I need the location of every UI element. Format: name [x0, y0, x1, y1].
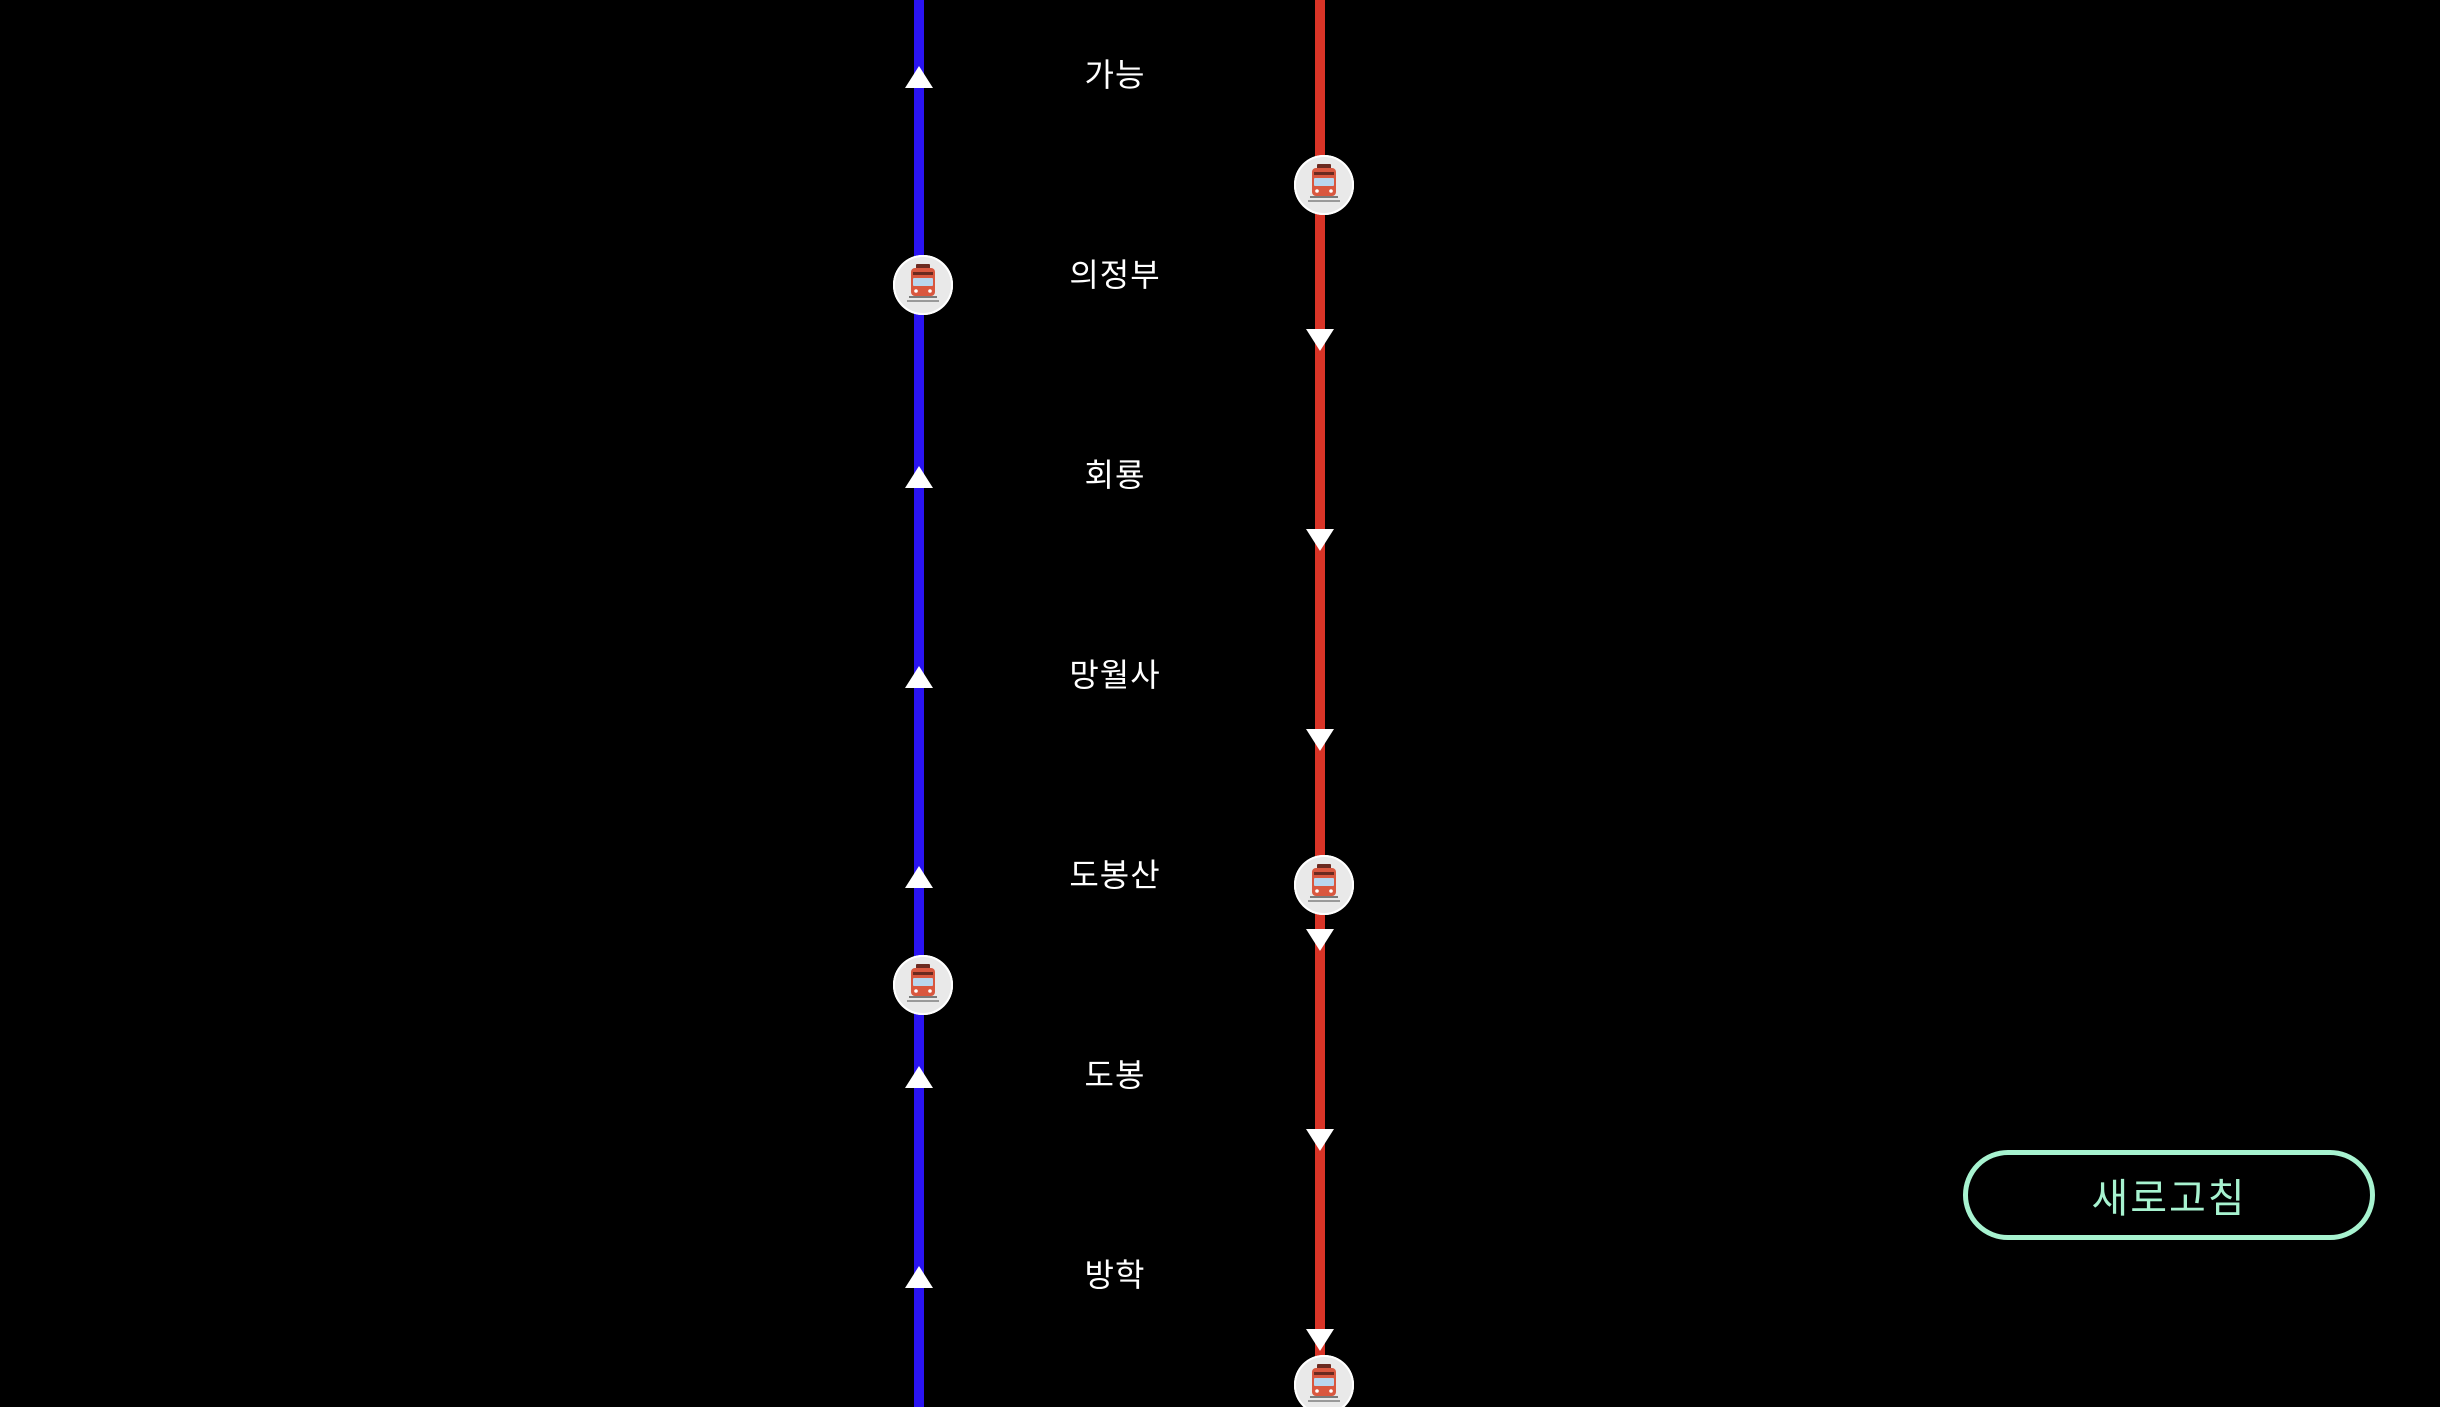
up-direction-arrow-icon — [905, 866, 933, 888]
train-icon[interactable] — [1294, 1355, 1354, 1407]
down-track-line — [1315, 0, 1325, 1407]
train-icon[interactable] — [1294, 155, 1354, 215]
train-icon[interactable] — [893, 255, 953, 315]
station-label: 회룡 — [1084, 456, 1146, 494]
station-label: 도봉산 — [1069, 856, 1161, 894]
up-direction-arrow-icon — [905, 1066, 933, 1088]
down-direction-arrow-icon — [1306, 329, 1334, 351]
down-direction-arrow-icon — [1306, 929, 1334, 951]
train-icon[interactable] — [1294, 855, 1354, 915]
up-direction-arrow-icon — [905, 1266, 933, 1288]
down-direction-arrow-icon — [1306, 1329, 1334, 1351]
station-label: 방학 — [1084, 1256, 1146, 1294]
up-direction-arrow-icon — [905, 66, 933, 88]
station-label: 의정부 — [1069, 256, 1161, 294]
up-direction-arrow-icon — [905, 666, 933, 688]
station-label: 망월사 — [1069, 656, 1161, 694]
train-icon[interactable] — [893, 955, 953, 1015]
station-label: 가능 — [1084, 56, 1146, 94]
station-label: 도봉 — [1084, 1056, 1146, 1094]
up-track-line — [914, 0, 924, 1407]
up-direction-arrow-icon — [905, 466, 933, 488]
down-direction-arrow-icon — [1306, 729, 1334, 751]
down-direction-arrow-icon — [1306, 529, 1334, 551]
refresh-button[interactable]: 새로고침 — [1963, 1150, 2375, 1240]
down-direction-arrow-icon — [1306, 1129, 1334, 1151]
